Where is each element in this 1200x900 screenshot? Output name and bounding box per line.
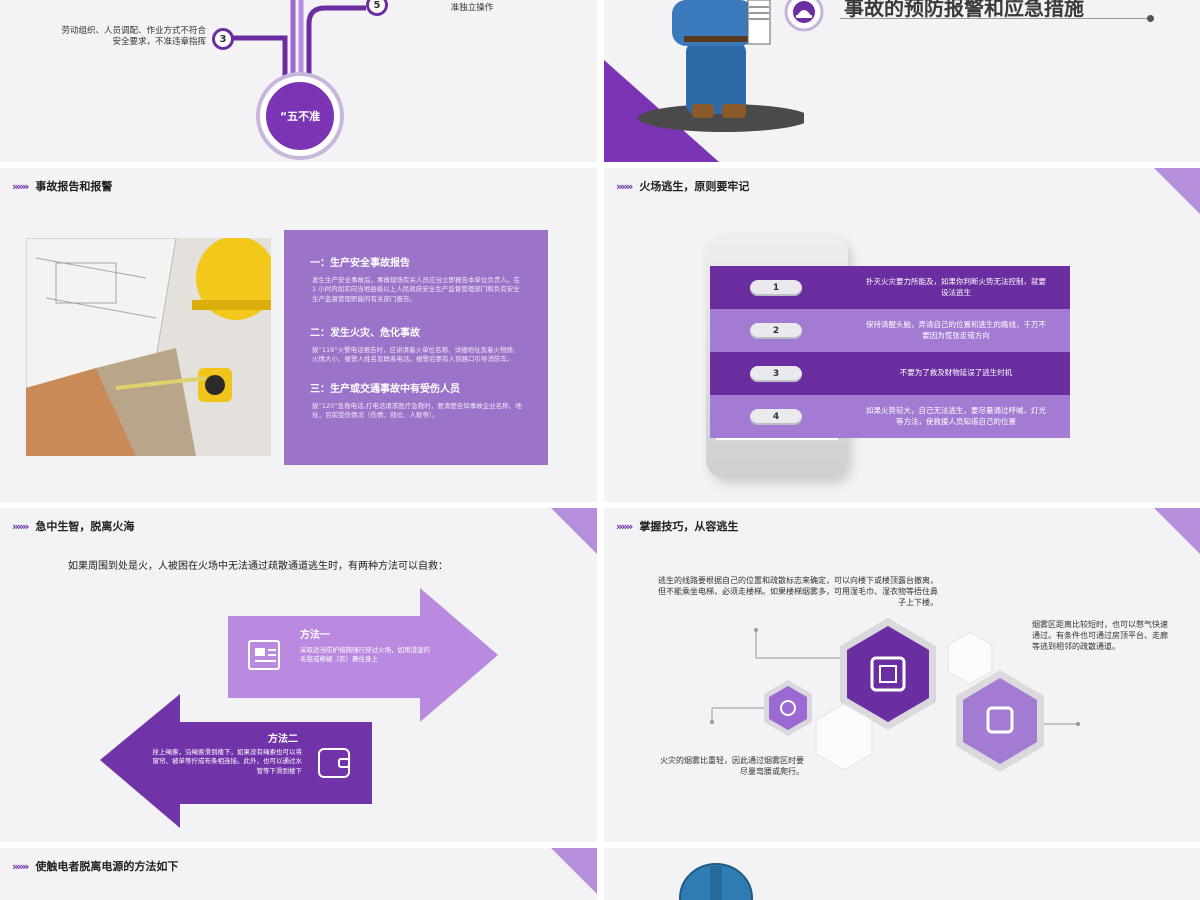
slide-five-prohibitions: 3 劳动组织、人员调配、作业方式不符合安全要求，不准违章指挥 5 特种作业人员未… — [0, 0, 597, 162]
slide-electric-shock: »»» 使触电者脱离电源的方法如下 — [0, 848, 597, 900]
slide-emergency-title: 事故的预防报警和应急措施 — [604, 0, 1200, 162]
slide-title: 事故报告和报警 — [35, 180, 113, 193]
tip-right-text: 烟雾区距离比较短时，也可以憋气快速通过。有条件也可通过房顶平台、走廊等逃到相邻的… — [1032, 620, 1168, 651]
method-1-title: 方法一 — [300, 630, 330, 641]
slide-self-rescue-methods: »»» 急中生智，脱离火海 如果周围到处是火，人被困在火场中无法通过疏散通道逃生… — [0, 508, 597, 842]
corner-triangle — [551, 508, 597, 554]
method-2-text: 拴上绳索，沿绳索滑到楼下，如果没有绳索也可以将窗帘、被单等拧成布条相连接。此外，… — [152, 748, 303, 775]
method-arrows — [100, 588, 498, 828]
principle-row: 3 不要为了救及财物延误了逃生时机 — [710, 352, 1070, 395]
principle-number: 3 — [750, 365, 802, 382]
center-label: “五不准 — [260, 76, 340, 156]
slide-fire-escape-principles: »»» 火场逃生，原则要牢记 1 扑灭火灾要力所能及，如果你判断火势无法控制，就… — [604, 168, 1200, 502]
principle-text: 扑灭火灾要力所能及，如果你判断火势无法控制，就要设法逃生 — [842, 266, 1070, 309]
item-5-text: 特种作业人员未经安全培训、取证，不准独立操作 — [400, 0, 545, 14]
slide-accident-report: »»» 事故报告和报警 一：生产安全事故报告 发生生产安全事故后，事故现场有关人… — [0, 168, 597, 502]
report-panel: 一：生产安全事故报告 发生生产安全事故后，事故现场有关人员应当立即报告本单位负责… — [284, 230, 548, 465]
underline-dot — [1147, 15, 1154, 22]
section-3-heading: 三：生产或交通事故中有受伤人员 — [310, 384, 460, 395]
principle-number: 4 — [750, 408, 802, 425]
principle-row: 2 保持清醒头脑，弄清自己的位置和逃生的路线，千万不要因为慌张走错方向 — [710, 309, 1070, 352]
chevron-icon: »»» — [12, 859, 29, 873]
section-1-body: 发生生产安全事故后，事故现场有关人员应当立即报告本单位负责人。在 1 小时内如实… — [312, 276, 520, 303]
intro-text: 如果周围到处是火，人被困在火场中无法通过疏散通道逃生时，有两种方法可以自救： — [68, 561, 448, 572]
slide-header: »»» 火场逃生，原则要牢记 — [616, 178, 749, 194]
principle-row: 4 如果火势较大，自己无法逃生，要尽量通过呼喊、灯光等方法，使救援人员知道自己的… — [710, 395, 1070, 438]
principle-text: 如果火势较大，自己无法逃生，要尽量通过呼喊、灯光等方法，使救援人员知道自己的位置 — [842, 395, 1070, 438]
tip-bottom-text: 火灾的烟雾比重轻，因此通过烟雾区时要尽量弯腰或爬行。 — [660, 756, 804, 776]
corner-triangle — [551, 848, 597, 894]
worker-badge-icon — [784, 0, 824, 32]
slide-header: »»» 掌握技巧，从容逃生 — [616, 518, 738, 534]
chevron-icon: »»» — [616, 519, 633, 533]
slide-escape-skills: »»» 掌握技巧，从容逃生 逃生的线路要根据自己的位置和疏散标志来确定，可以向楼… — [604, 508, 1200, 842]
blueprint-photo-art — [26, 238, 271, 456]
method-2-title: 方法二 — [268, 734, 298, 745]
chevron-icon: »»» — [12, 519, 29, 533]
slide-title: 掌握技巧，从容逃生 — [639, 520, 739, 533]
blueprint-helmet-photo — [26, 238, 271, 456]
slide-header: »»» 急中生智，脱离火海 — [12, 518, 134, 534]
corner-triangle — [1154, 168, 1200, 214]
principle-row: 1 扑灭火灾要力所能及，如果你判断火势无法控制，就要设法逃生 — [710, 266, 1070, 309]
method-1-text: 采取适当防护措施强行穿过火场，如用浸湿的毛毯或棉被（衣）裹住身上 — [300, 646, 430, 664]
slide-header: »»» 使触电者脱离电源的方法如下 — [12, 858, 178, 874]
slide-title: 使触电者脱离电源的方法如下 — [35, 860, 179, 873]
section-3-body: 拨“120”急救电话,打电话请求医疗急救时，要清楚告知事故企业名称、地址，目前受… — [312, 402, 522, 420]
slide-title: 急中生智，脱离火海 — [35, 520, 135, 533]
worker-illustration — [638, 0, 804, 132]
principle-number: 1 — [750, 279, 802, 296]
principle-text: 保持清醒头脑，弄清自己的位置和逃生的路线，千万不要因为慌张走错方向 — [842, 309, 1070, 352]
slide-helmet — [604, 848, 1200, 900]
chevron-icon: »»» — [616, 179, 633, 193]
title-underline — [840, 18, 1150, 19]
item-5-number: 5 — [366, 0, 388, 16]
slide-header: »»» 事故报告和报警 — [12, 178, 112, 194]
slide-2-title: 事故的预防报警和应急措施 — [844, 0, 1084, 20]
wallet-icon — [318, 748, 350, 778]
helmet-illustration — [679, 863, 753, 900]
principle-text: 不要为了救及财物延误了逃生时机 — [842, 352, 1070, 395]
section-1-heading: 一：生产安全事故报告 — [310, 258, 410, 269]
corner-triangle — [1154, 508, 1200, 554]
section-2-body: 拨“119”火警电话报告时，应讲清着火单位名称、详细地址及着火物质、火情大小、报… — [312, 346, 520, 364]
principle-number: 2 — [750, 322, 802, 339]
section-2-heading: 二：发生火灾、危化事故 — [310, 328, 420, 339]
chevron-icon: »»» — [12, 179, 29, 193]
item-3-text: 劳动组织、人员调配、作业方式不符合安全要求，不准违章指挥 — [61, 26, 206, 48]
tip-top-text: 逃生的线路要根据自己的位置和疏散标志来确定，可以向楼下或楼顶露台撤离，但不能乘坐… — [658, 576, 938, 607]
slide-title: 火场逃生，原则要牢记 — [639, 180, 750, 193]
item-3-number: 3 — [212, 28, 234, 50]
hexagon-cluster — [710, 618, 1080, 772]
document-icon — [248, 640, 280, 670]
